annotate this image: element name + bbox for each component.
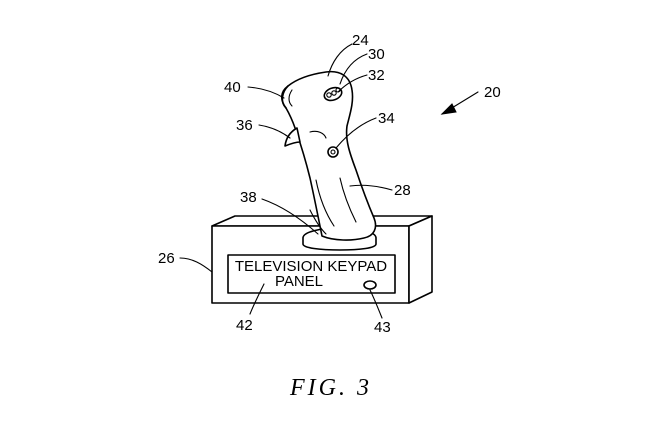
ref-26: 26 [158, 250, 175, 267]
ref-24: 24 [352, 32, 369, 49]
leader-lines [179, 43, 479, 319]
ref-38: 38 [240, 189, 257, 206]
ref-30: 30 [368, 46, 385, 63]
keypad-display-panel: TELEVISION KEYPAD PANEL [227, 254, 396, 294]
ref-34: 34 [378, 110, 395, 127]
ref-28: 28 [394, 182, 411, 199]
ref-32: 32 [368, 67, 385, 84]
reference-numerals: 20 24 30 32 34 40 36 28 38 26 42 43 [158, 32, 501, 336]
figure-caption: FIG. 3 [289, 375, 372, 401]
panel-line-1: TELEVISION KEYPAD [235, 258, 387, 275]
ref-20: 20 [484, 84, 501, 101]
ref-36: 36 [236, 117, 253, 134]
ref-43: 43 [374, 319, 391, 336]
panel-line-2: PANEL [275, 273, 323, 290]
ref-40: 40 [224, 79, 241, 96]
ref-42: 42 [236, 317, 253, 334]
keypad-button [363, 280, 377, 290]
